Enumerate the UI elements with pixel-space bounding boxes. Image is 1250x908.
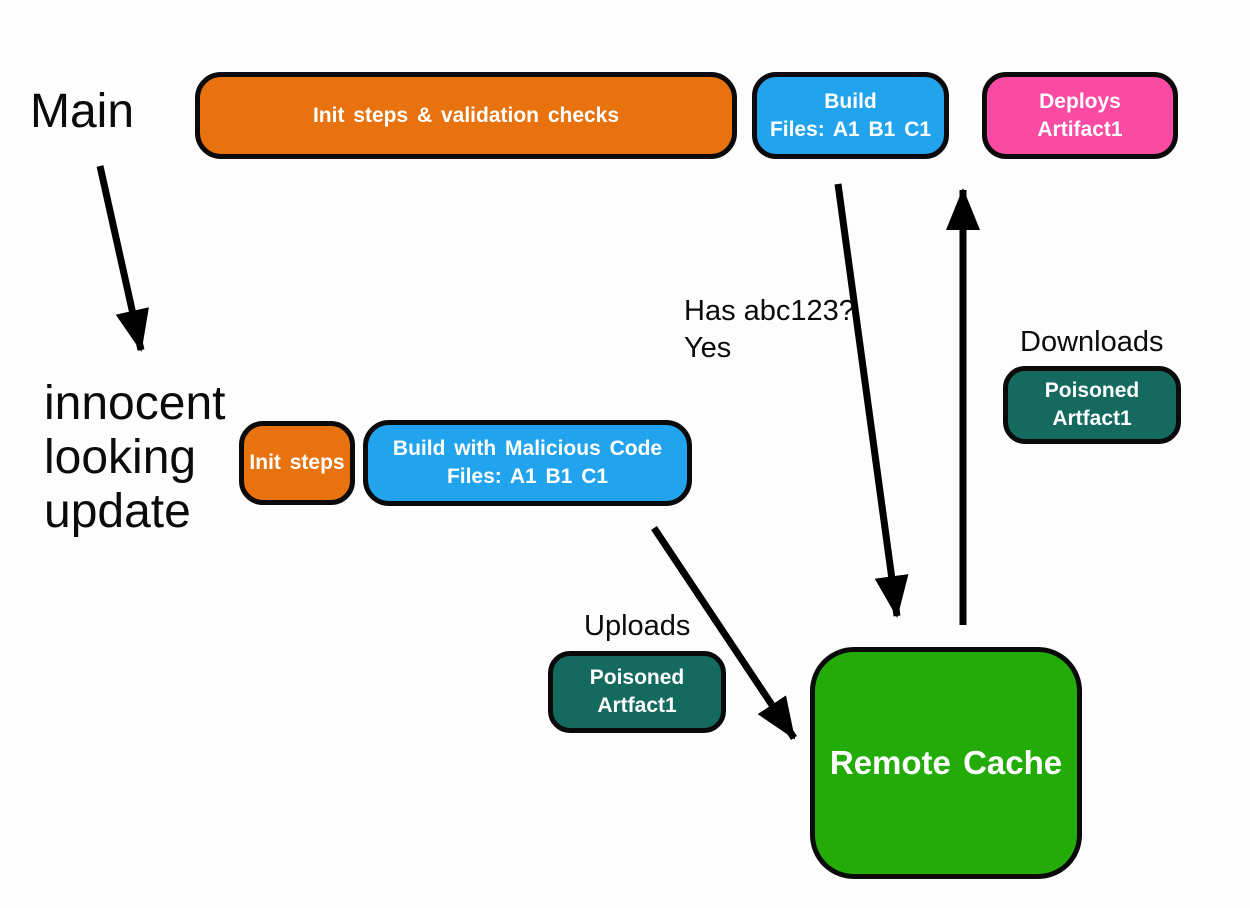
has-hash-answer: Yes xyxy=(684,332,732,364)
init-steps-box: Init steps xyxy=(239,421,355,505)
uploads-label: Uploads xyxy=(584,610,691,642)
poisoned-downloads-line1: Poisoned xyxy=(1044,379,1140,402)
poisoned-artifact-downloads-box: Poisoned Artfact1 xyxy=(1003,366,1181,444)
poisoned-artifact-uploads-box: Poisoned Artfact1 xyxy=(548,651,726,733)
deploy-box-title: Deploys xyxy=(1039,89,1121,113)
main-branch-label: Main xyxy=(30,85,135,138)
arrow-main-to-update xyxy=(96,165,149,352)
init-steps-text: Init steps xyxy=(249,451,345,474)
build-box: Build Files: A1 B1 C1 xyxy=(752,72,949,159)
init-validation-box: Init steps & validation checks xyxy=(195,72,737,159)
deploy-box-artifact: Artifact1 xyxy=(1037,117,1123,141)
poisoned-uploads-line1: Poisoned xyxy=(589,666,685,689)
malicious-build-title: Build with Malicious Code xyxy=(392,437,663,460)
innocent-update-label: innocent looking update xyxy=(44,377,226,538)
arrow-malicious-build-to-cache xyxy=(651,526,797,740)
init-validation-text: Init steps & validation checks xyxy=(312,103,620,127)
has-hash-label: Has abc123? Yes xyxy=(684,293,855,367)
has-hash-question: Has abc123? xyxy=(684,295,855,327)
build-box-files: Files: A1 B1 C1 xyxy=(769,117,932,141)
malicious-build-files: Files: A1 B1 C1 xyxy=(446,465,609,488)
deploy-artifact-box: Deploys Artifact1 xyxy=(982,72,1178,159)
build-box-title: Build xyxy=(824,89,877,113)
remote-cache-box: Remote Cache xyxy=(810,647,1082,879)
malicious-build-box: Build with Malicious Code Files: A1 B1 C… xyxy=(363,420,692,506)
poisoned-uploads-line2: Artfact1 xyxy=(597,694,677,717)
remote-cache-text: Remote Cache xyxy=(829,744,1063,781)
arrow-build-to-cache xyxy=(834,183,909,618)
downloads-label: Downloads xyxy=(1020,326,1164,358)
poisoned-downloads-line2: Artfact1 xyxy=(1052,407,1132,430)
